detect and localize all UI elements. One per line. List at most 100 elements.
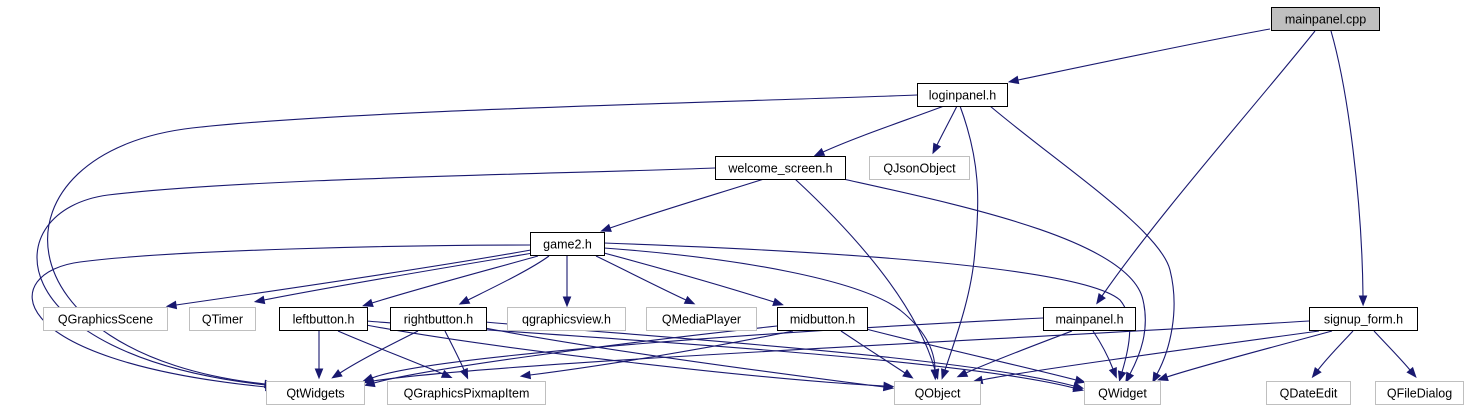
edge-arrowhead <box>1152 371 1162 384</box>
edge-loginpanel_h-to-welcome_screen_h <box>813 105 945 157</box>
node-box <box>1375 381 1464 405</box>
edge-loginpanel_h-to-QJsonObject <box>932 105 958 155</box>
node-rightbutton-h[interactable]: rightbutton.h <box>390 307 487 331</box>
edge-welcome_screen_h-to-game2_h <box>600 178 765 232</box>
node-label: QFileDialog <box>1387 387 1452 401</box>
node-welcome-screen-h[interactable]: welcome_screen.h <box>715 156 846 180</box>
edge-arrowhead <box>1358 295 1368 307</box>
node-label: loginpanel.h <box>929 89 996 103</box>
edge-line <box>981 330 1320 381</box>
edge-arrowhead <box>314 368 324 380</box>
edge-arrowhead <box>165 300 178 310</box>
edge-line <box>1166 330 1333 378</box>
edge-line <box>822 105 945 153</box>
node-label: QWidget <box>1098 387 1147 401</box>
node-box <box>266 381 365 405</box>
edge-arrowhead <box>519 370 532 380</box>
edge-line <box>603 252 775 303</box>
node-label: signup_form.h <box>1324 313 1403 327</box>
edge-arrowhead <box>902 369 914 379</box>
node-label: QMediaPlayer <box>662 313 741 327</box>
node-box <box>894 381 981 405</box>
edge-arrowhead <box>956 368 969 378</box>
edge-line <box>484 327 885 388</box>
edge-line <box>936 105 958 146</box>
edge-line <box>444 330 465 371</box>
node-box <box>1271 7 1380 31</box>
edge-arrowhead <box>941 368 950 380</box>
edge-line <box>175 249 532 306</box>
edge-line <box>944 105 979 371</box>
edge-arrowhead <box>1007 75 1020 85</box>
edge-arrowhead <box>562 296 572 308</box>
node-midbutton-h[interactable]: midbutton.h <box>777 307 868 331</box>
edge-line <box>1330 30 1364 297</box>
edge-line <box>371 317 1044 379</box>
edge-line <box>595 255 687 301</box>
edge-line <box>609 178 765 229</box>
edge-arrowhead <box>600 223 612 232</box>
edge-arrowhead <box>362 298 374 307</box>
node-qgraphicsview-h: qgraphicsview.h <box>507 307 626 331</box>
edge-signup_form_h-to-QFileDialog <box>1373 330 1417 378</box>
edge-arrowhead <box>1117 370 1127 382</box>
node-mainpanel-h[interactable]: mainpanel.h <box>1043 307 1136 331</box>
edge-line <box>372 320 1310 382</box>
edge-welcome_screen_h-to-QtWidgets <box>36 167 716 390</box>
node-box <box>777 307 868 331</box>
edge-game2_h-to-rightbutton_h <box>458 255 550 305</box>
node-label: QtWidgets <box>286 387 344 401</box>
node-label: QTimer <box>202 313 243 327</box>
edge-line <box>31 244 532 388</box>
node-qobject: QObject <box>894 381 981 405</box>
node-qwidget: QWidget <box>1084 381 1161 405</box>
edge-rightbutton_h-to-QtWidgets <box>331 330 419 379</box>
node-label: rightbutton.h <box>404 313 474 327</box>
edge-midbutton_h-to-QGraphicsPixmapItem <box>519 330 794 380</box>
edge-line <box>989 105 1175 375</box>
edge-arrowhead <box>362 376 375 386</box>
edge-game2_h-to-midbutton_h <box>603 252 784 306</box>
edge-line <box>1101 30 1316 297</box>
edge-arrowhead <box>772 297 784 306</box>
node-qdateedit: QDateEdit <box>1266 381 1351 405</box>
edge-line <box>484 321 1075 387</box>
edge-line <box>1373 330 1411 371</box>
edge-game2_h-to-QMediaPlayer <box>595 255 696 305</box>
node-box <box>387 381 546 405</box>
edge-arrowhead <box>1311 366 1322 379</box>
edge-line <box>371 255 539 304</box>
edge-arrowhead <box>1125 371 1135 384</box>
edge-arrowhead <box>1072 381 1084 391</box>
edge-arrowhead <box>1096 293 1106 305</box>
node-box <box>1309 307 1418 331</box>
edge-line <box>467 255 550 301</box>
node-label: game2.h <box>543 238 592 252</box>
edge-arrowhead <box>882 382 895 392</box>
node-label: qgraphicsview.h <box>522 313 611 327</box>
edge-signup_form_h-to-QWidget <box>1157 330 1333 381</box>
edge-arrowhead <box>1406 366 1417 378</box>
node-leftbutton-h[interactable]: leftbutton.h <box>279 307 368 331</box>
edge-line <box>840 330 906 374</box>
node-box <box>530 232 605 256</box>
node-box <box>1084 381 1161 405</box>
edge-rightbutton_h-to-QObject <box>484 327 895 392</box>
node-loginpanel-h[interactable]: loginpanel.h <box>917 83 1008 107</box>
node-label: leftbutton.h <box>293 313 355 327</box>
node-box <box>646 307 757 331</box>
edge-welcome_screen_h-to-QWidget <box>842 178 1146 384</box>
edge-loginpanel_h-to-QWidget <box>989 105 1175 384</box>
node-qtwidgets: QtWidgets <box>266 381 365 405</box>
edge-arrowhead <box>1157 372 1169 381</box>
edge-leftbutton_h-to-QObject <box>365 324 895 391</box>
node-game2-h[interactable]: game2.h <box>530 232 605 256</box>
edge-arrowhead <box>1074 375 1086 385</box>
edge-arrowhead <box>1108 366 1117 379</box>
node-signup-form-h[interactable]: signup_form.h <box>1309 307 1418 331</box>
edge-line <box>842 178 1146 375</box>
node-mainpanel-cpp[interactable]: mainpanel.cpp <box>1271 7 1380 31</box>
edge-line <box>1317 330 1354 371</box>
node-qgraphicspixmapitem: QGraphicsPixmapItem <box>387 381 546 405</box>
